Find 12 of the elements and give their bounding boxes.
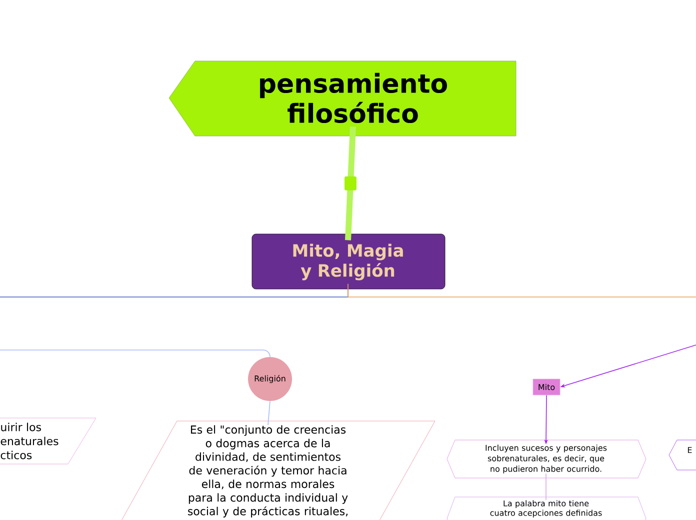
connector: [348, 283, 696, 298]
topic-box: Mito, Magia y Religión: [252, 234, 446, 290]
title-arrow-box: pensamiento filosófico: [168, 60, 516, 136]
parallelogram-box: uirir los enaturales cticos: [0, 418, 96, 464]
connector: [268, 400, 270, 426]
hexagon-box: E: [668, 440, 696, 470]
hexagon-box: La palabra mito tiene cuatro acepciones definidas: [446, 496, 646, 520]
parallelogram-box: Es el "conjunto de creencias o dogmas acerca de la divinidad, de sentimientos de veneración y temor hacia ella, de normas morales para la conducta individual y social y de prácticas rituales,: [110, 420, 436, 520]
connector: [0, 350, 270, 358]
connector: [345, 126, 356, 240]
topic-box: Mito: [532, 378, 560, 396]
hexagon-box: Incluyen sucesos y personajes sobrenaturales, es decir, que no pudieron haber ocurrido.: [446, 440, 646, 478]
